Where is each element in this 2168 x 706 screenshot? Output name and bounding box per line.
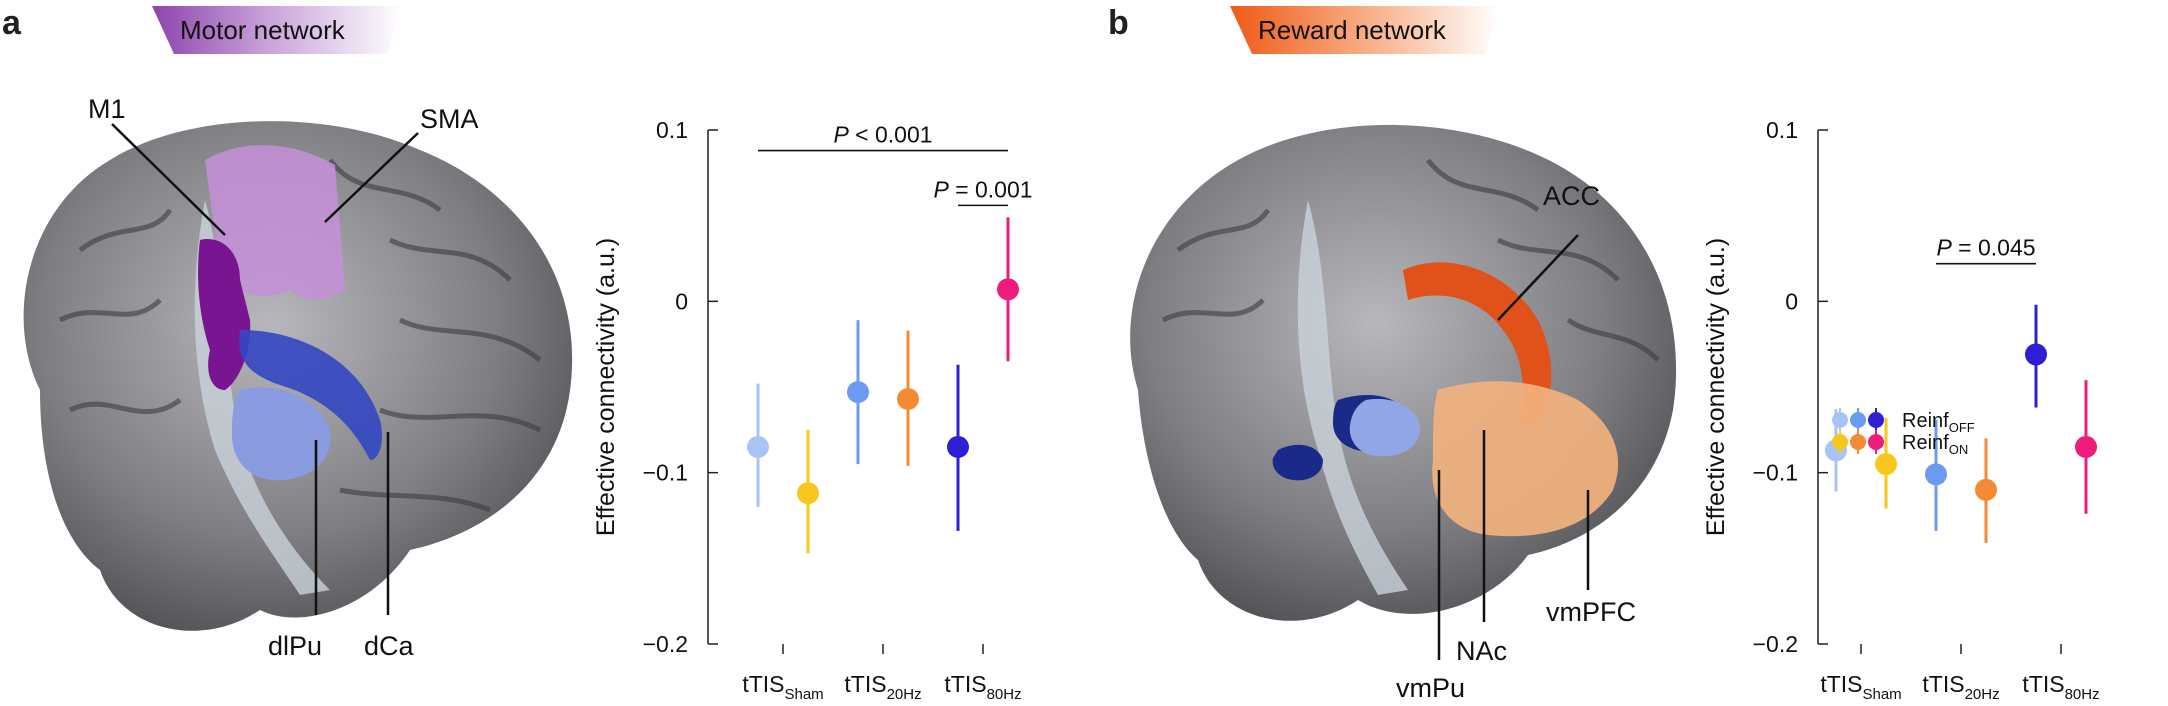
motor-brain-labels: M1 SMA dlPu dCa <box>88 94 479 661</box>
m1-leader-line <box>111 123 226 236</box>
sma-label: SMA <box>420 104 479 134</box>
y-tick-label: 0 <box>1785 288 1798 314</box>
data-point <box>1975 478 1997 501</box>
y-tick-label: 0 <box>675 288 688 314</box>
data-point <box>747 435 769 458</box>
y-axis-label: Effective connectivity (a.u.) <box>592 238 620 536</box>
reward-network-banner: Reward network <box>1230 6 1500 54</box>
dca-label: dCa <box>364 631 415 661</box>
data-point <box>1925 463 1947 486</box>
x-tick-label: tTIS20Hz <box>844 671 921 703</box>
reward-network-label: Reward network <box>1258 15 1446 45</box>
motor-connectivity-chart: Effective connectivity (a.u.) 0.1 0 −0.1 −0.… <box>592 117 1033 703</box>
banner-gradient <box>152 6 402 54</box>
legend-marker <box>1868 412 1884 428</box>
legend-marker <box>1868 434 1884 450</box>
dlpu-label: dlPu <box>268 631 322 661</box>
y-axis-label: Effective connectivity (a.u.) <box>1702 238 1730 536</box>
banner-gradient <box>1230 6 1500 54</box>
dca-region <box>239 330 382 460</box>
y-tick-label: −0.1 <box>643 460 688 486</box>
y-tick-label: −0.2 <box>1753 631 1798 657</box>
data-point <box>1875 453 1897 476</box>
x-tick-label: tTISSham <box>742 671 823 703</box>
motor-brain-illustration <box>23 121 573 631</box>
legend-label-off: ReinfOFF <box>1902 410 1975 435</box>
legend-marker <box>1850 434 1866 450</box>
vmpfc-region <box>1432 381 1619 537</box>
acc-leader-line <box>1497 234 1579 321</box>
data-point <box>847 381 869 404</box>
m1-label: M1 <box>88 94 126 124</box>
data-point <box>797 482 819 505</box>
reward-brain-labels: ACC NAc vmPFC vmPu <box>1396 181 1636 703</box>
y-tick-label: 0.1 <box>1766 117 1798 143</box>
nac-region <box>1349 398 1420 457</box>
data-point <box>947 435 969 458</box>
significance-label: P < 0.001 <box>833 122 932 148</box>
brain-gyri <box>1161 158 1660 362</box>
sma-region <box>205 145 345 300</box>
nac-label: NAc <box>1456 636 1507 666</box>
data-point <box>997 278 1019 301</box>
motor-network-banner: Motor network <box>152 6 402 54</box>
reward-connectivity-chart: Effective connectivity (a.u.) 0.1 0 −0.1 −0.… <box>1702 117 2100 703</box>
legend-label-on: ReinfON <box>1902 432 1968 457</box>
panel-letter-a: a <box>2 4 21 42</box>
significance-label: P = 0.045 <box>1936 235 2035 261</box>
panel-letter-b: b <box>1108 4 1129 42</box>
legend-marker <box>1832 412 1848 428</box>
significance-label: P = 0.001 <box>933 176 1032 202</box>
x-tick-label: tTIS80Hz <box>944 671 1021 703</box>
m1-region <box>198 239 251 390</box>
brain-midline <box>1297 200 1408 595</box>
data-point <box>897 387 919 410</box>
x-tick-label: tTISSham <box>1820 671 1901 703</box>
acc-label: ACC <box>1543 181 1600 211</box>
vmpu-left-region <box>1272 444 1323 481</box>
y-tick-label: −0.2 <box>643 631 688 657</box>
x-tick-label: tTIS20Hz <box>1922 671 1999 703</box>
sma-leader-line <box>324 132 419 223</box>
vmpfc-label: vmPFC <box>1546 597 1636 627</box>
brain-gyri <box>58 158 542 513</box>
legend-marker <box>1850 412 1866 428</box>
vmpu-label: vmPu <box>1396 673 1465 703</box>
dlpu-region <box>231 387 331 481</box>
data-point <box>2025 343 2047 366</box>
motor-network-label: Motor network <box>180 15 345 45</box>
data-point <box>2075 435 2097 458</box>
legend-marker <box>1832 434 1848 450</box>
y-tick-label: 0.1 <box>656 117 688 143</box>
y-tick-label: −0.1 <box>1753 460 1798 486</box>
x-tick-label: tTIS80Hz <box>2022 671 2099 703</box>
